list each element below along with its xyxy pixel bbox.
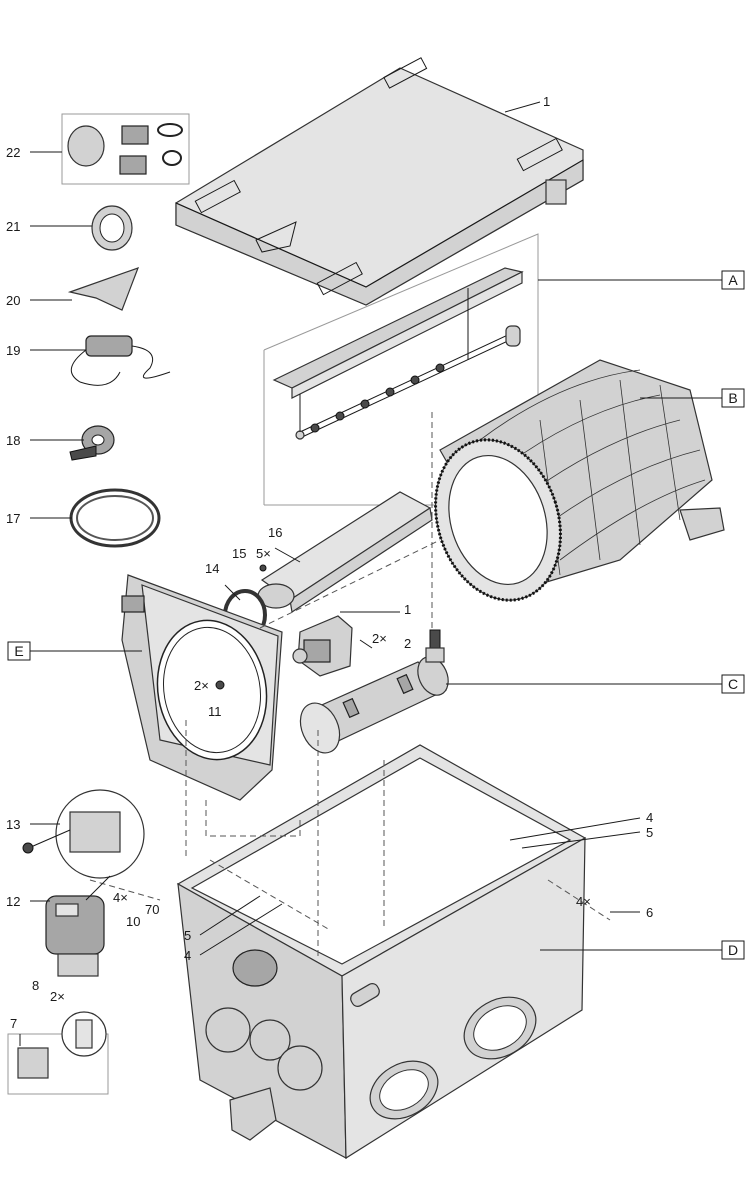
- group-label-texts: A B C D E: [14, 272, 738, 958]
- callout-22: 22: [6, 145, 20, 160]
- assembly-guide-lines: [89, 412, 611, 960]
- uv-clarifier-C: [299, 629, 449, 754]
- hose-part-17: [69, 488, 161, 548]
- callout-17: 17: [6, 511, 20, 526]
- end-plate-E: [121, 574, 283, 801]
- callout-11: 11: [208, 704, 222, 719]
- callout-2: 2: [404, 636, 411, 651]
- callout-4-left: 4: [184, 948, 191, 963]
- callout-15: 15: [232, 546, 246, 561]
- group-label-A: A: [728, 272, 738, 288]
- filter-housing-D: [176, 744, 587, 1160]
- callout-14: 14: [205, 561, 219, 576]
- bracket-part-20: [67, 267, 140, 311]
- motor-part-1: [292, 615, 353, 677]
- callout-15-qty: 5×: [256, 546, 271, 561]
- screw-part-15: [259, 564, 267, 572]
- detail-zoom-circle: [55, 789, 145, 879]
- control-unit-part-19: [70, 335, 171, 386]
- callout-12: 12: [6, 894, 20, 909]
- controller-part-12: [45, 895, 105, 977]
- cable-part-13: [22, 829, 71, 854]
- callout-10: 10: [126, 914, 140, 929]
- callout-21: 21: [6, 219, 20, 234]
- callout-6-qty: 4×: [576, 894, 591, 909]
- callout-4-right: 4: [646, 810, 653, 825]
- callout-7: 7: [10, 1016, 17, 1031]
- callout-8: 8: [32, 978, 39, 993]
- callout-6: 6: [646, 905, 653, 920]
- callout-numbers: 1 22 21 20 19 18 17 16 15 5× 14 1 2× 2 2…: [6, 94, 653, 1031]
- callout-20: 20: [6, 293, 20, 308]
- callout-1-mid: 1: [404, 602, 411, 617]
- callout-16: 16: [268, 525, 282, 540]
- seal-tape-part-18: [69, 425, 115, 461]
- callout-19: 19: [6, 343, 20, 358]
- lid-part-1: [175, 57, 584, 306]
- callout-70: 70: [145, 902, 159, 917]
- callout-18: 18: [6, 433, 20, 448]
- hose-clamp-part-21: [91, 205, 133, 251]
- callout-5-left: 5: [184, 928, 191, 943]
- callout-5-right: 5: [646, 825, 653, 840]
- callout-2-qty: 2×: [372, 631, 387, 646]
- group-label-E: E: [14, 643, 23, 659]
- spray-bar-assembly-A: [263, 233, 539, 506]
- callout-11-qty: 2×: [194, 678, 209, 693]
- leader-lines: [19, 101, 722, 1046]
- fittings-kit-part-22: [61, 113, 190, 185]
- group-label-B: B: [728, 390, 737, 406]
- callout-1-top: 1: [543, 94, 550, 109]
- callout-8-qty: 2×: [50, 989, 65, 1004]
- group-label-C: C: [728, 676, 738, 692]
- callout-10-qty: 4×: [113, 890, 128, 905]
- callout-13: 13: [6, 817, 20, 832]
- drum-filter-B: [434, 359, 725, 602]
- inlet-trough-part-16: [257, 491, 433, 614]
- group-label-boxes: [7, 270, 745, 960]
- mount-bracket-part-7: [7, 1011, 109, 1095]
- group-label-D: D: [728, 942, 738, 958]
